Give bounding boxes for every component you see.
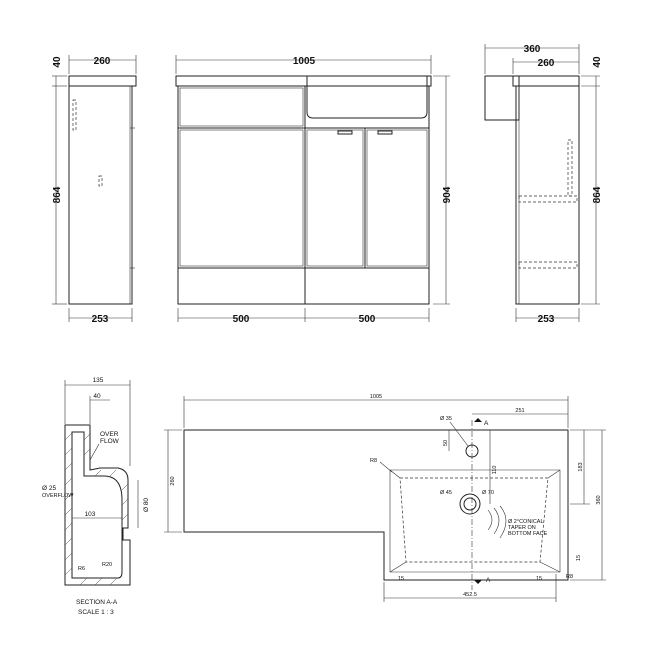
dim-plan-360: 360 xyxy=(596,495,602,504)
side-right-plinth xyxy=(518,261,578,269)
dim-plan-1005: 1005 xyxy=(370,394,382,400)
label-over: OVER xyxy=(100,431,119,438)
dim-side-left-260: 260 xyxy=(94,56,111,67)
dim-section-r6: R6 xyxy=(78,566,85,572)
section-a-a: 135 40 OVER FLOW Ø 25 OVERFLOW Ø 80 103 … xyxy=(42,377,150,616)
section-scale: SCALE 1 : 3 xyxy=(78,609,114,616)
section-marker-bottom: A xyxy=(486,577,491,584)
front-left-door xyxy=(179,129,304,267)
dim-section-dia25: Ø 25 xyxy=(42,485,56,492)
dim-plan-15-left: 15 xyxy=(398,576,404,582)
plan-outline xyxy=(183,429,569,581)
dim-side-right-360: 360 xyxy=(524,44,541,55)
dim-plan-50: 50 xyxy=(443,440,449,446)
dim-side-left-253: 253 xyxy=(92,314,109,325)
side-right-handle xyxy=(567,139,573,197)
dim-side-right-40: 40 xyxy=(592,56,603,68)
label-flow: FLOW xyxy=(100,438,120,445)
front-body xyxy=(177,85,430,305)
dim-plan-15-bottom: 15 xyxy=(536,576,542,582)
section-inner-outline xyxy=(71,431,123,579)
plan-waste-inner xyxy=(463,497,477,511)
front-door-pull-1 xyxy=(337,130,353,135)
dim-plan-260: 260 xyxy=(170,476,176,485)
dim-plan-110: 110 xyxy=(492,466,498,475)
taper-note-line1: Ø 2°CONICAL xyxy=(508,519,544,525)
dim-side-right-253: 253 xyxy=(538,314,555,325)
front-mid-door xyxy=(306,129,364,267)
plan-view: A A 1005 251 Ø 35 50 110 183 360 260 R8 … xyxy=(164,394,606,602)
dim-section-r20: R20 xyxy=(102,562,112,568)
dim-side-left-40: 40 xyxy=(52,56,63,68)
dim-section-dia80: Ø 80 xyxy=(143,498,150,512)
side-view-left: 260 253 40 864 xyxy=(52,55,137,325)
side-left-worktop xyxy=(68,75,137,87)
section-marker-top: A xyxy=(484,420,489,427)
section-outline xyxy=(64,424,131,586)
dim-side-right-864: 864 xyxy=(592,186,603,203)
dim-front-904: 904 xyxy=(442,186,453,203)
dim-plan-452: 452.5 xyxy=(463,592,477,598)
dim-section-135: 135 xyxy=(93,377,104,384)
front-basin xyxy=(306,76,428,119)
front-view: 1005 500 500 904 xyxy=(175,55,453,325)
dim-front-500-left: 500 xyxy=(233,314,250,325)
label-section-overflow: OVERFLOW xyxy=(42,493,74,499)
dim-front-1005: 1005 xyxy=(293,56,316,67)
side-view-right: 360 260 253 40 864 xyxy=(484,44,603,325)
side-right-body xyxy=(515,85,580,305)
side-right-worktop xyxy=(512,75,580,87)
taper-note-line2: TAPER ON xyxy=(508,525,536,531)
front-drawer-panel xyxy=(179,87,304,127)
front-right-door xyxy=(366,129,428,267)
dim-side-right-260: 260 xyxy=(538,58,555,69)
side-left-handle-top xyxy=(72,99,77,131)
front-worktop xyxy=(175,75,432,87)
side-right-shelf xyxy=(518,195,578,203)
dim-section-40: 40 xyxy=(93,393,101,400)
section-hatching xyxy=(64,432,129,586)
dim-plan-waste-70: Ø 70 xyxy=(482,490,494,496)
side-left-body xyxy=(68,85,133,305)
taper-note-line3: BOTTOM FACE xyxy=(508,531,548,537)
dim-side-left-864: 864 xyxy=(52,186,63,203)
dim-front-500-right: 500 xyxy=(359,314,376,325)
dim-section-103: 103 xyxy=(85,511,96,518)
dim-plan-15-right: 15 xyxy=(576,555,582,561)
dim-plan-waste-45: Ø 45 xyxy=(440,490,452,496)
section-title: SECTION A-A xyxy=(76,599,118,606)
dim-plan-251: 251 xyxy=(515,408,524,414)
dim-plan-r8-top: R8 xyxy=(370,458,377,464)
dim-plan-r8-bottom: R8 xyxy=(566,574,573,580)
front-door-pull-2 xyxy=(377,130,393,135)
side-right-basin-profile xyxy=(484,75,520,121)
side-left-handle-bottom xyxy=(98,175,103,187)
dim-plan-tap-35: Ø 35 xyxy=(440,416,452,422)
plan-waste-outer xyxy=(459,493,481,515)
dim-plan-183: 183 xyxy=(578,462,584,471)
